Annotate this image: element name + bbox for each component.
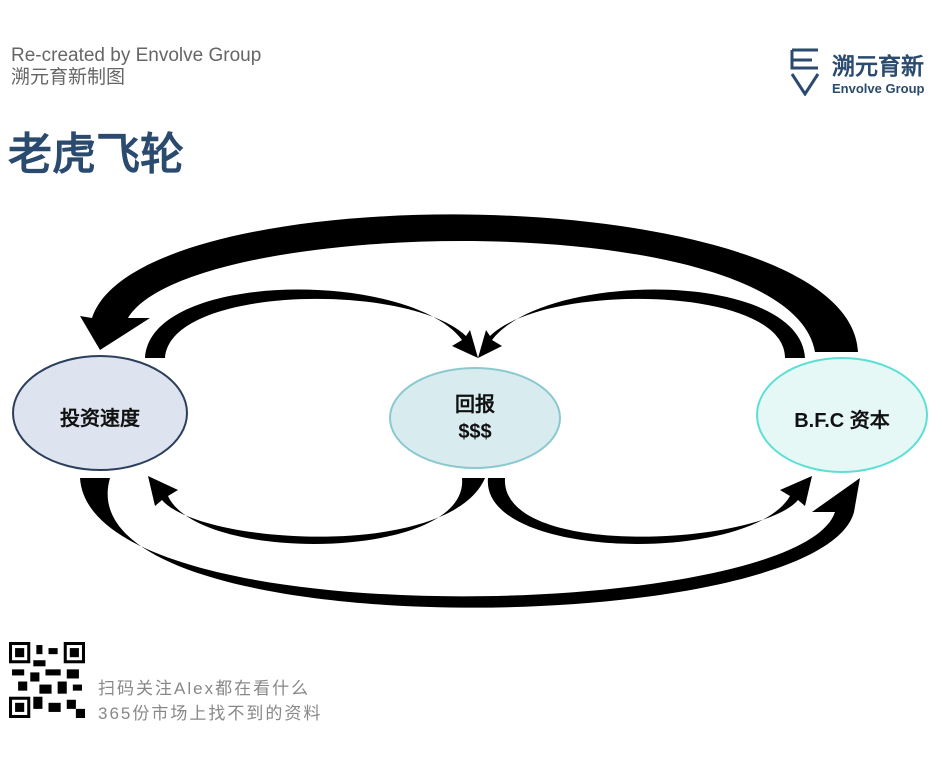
inner-top-left-arrow (145, 289, 478, 358)
page-title: 老虎飞轮 (8, 130, 184, 179)
footer-line2: 365份市场上找不到的资料 (98, 704, 323, 723)
footer-text: 扫码关注Alex都在看什么 365份市场上找不到的资料 (98, 676, 322, 726)
logo-cn: 溯元育新 (832, 52, 924, 79)
inner-top-right-arrow (478, 289, 805, 358)
credit-cn: 溯元育新制图 (11, 67, 126, 88)
credit: Re-created by Envolve Group 溯元育新制图 (11, 45, 261, 89)
logo-icon (790, 48, 820, 96)
node-left (12, 355, 188, 471)
node-center-line1: 回报 (455, 394, 495, 416)
node-center-label: 回报 $$$ (390, 392, 560, 446)
node-right (756, 357, 928, 473)
node-center-line2: $$$ (458, 421, 492, 443)
logo-en: Envolve Group (832, 80, 925, 96)
outer-top-arrow (80, 214, 858, 352)
node-center (389, 367, 561, 469)
footer-line1: 扫码关注Alex都在看什么 (98, 679, 311, 698)
qr-code-icon (9, 642, 85, 718)
inner-bottom-right-arrow (487, 476, 812, 544)
credit-en: Re-created by Envolve Group (11, 45, 262, 66)
node-left-label: 投资速度 (60, 408, 140, 430)
inner-bottom-left-arrow (148, 476, 485, 544)
node-right-label: B.F.C 资本 (794, 410, 890, 432)
